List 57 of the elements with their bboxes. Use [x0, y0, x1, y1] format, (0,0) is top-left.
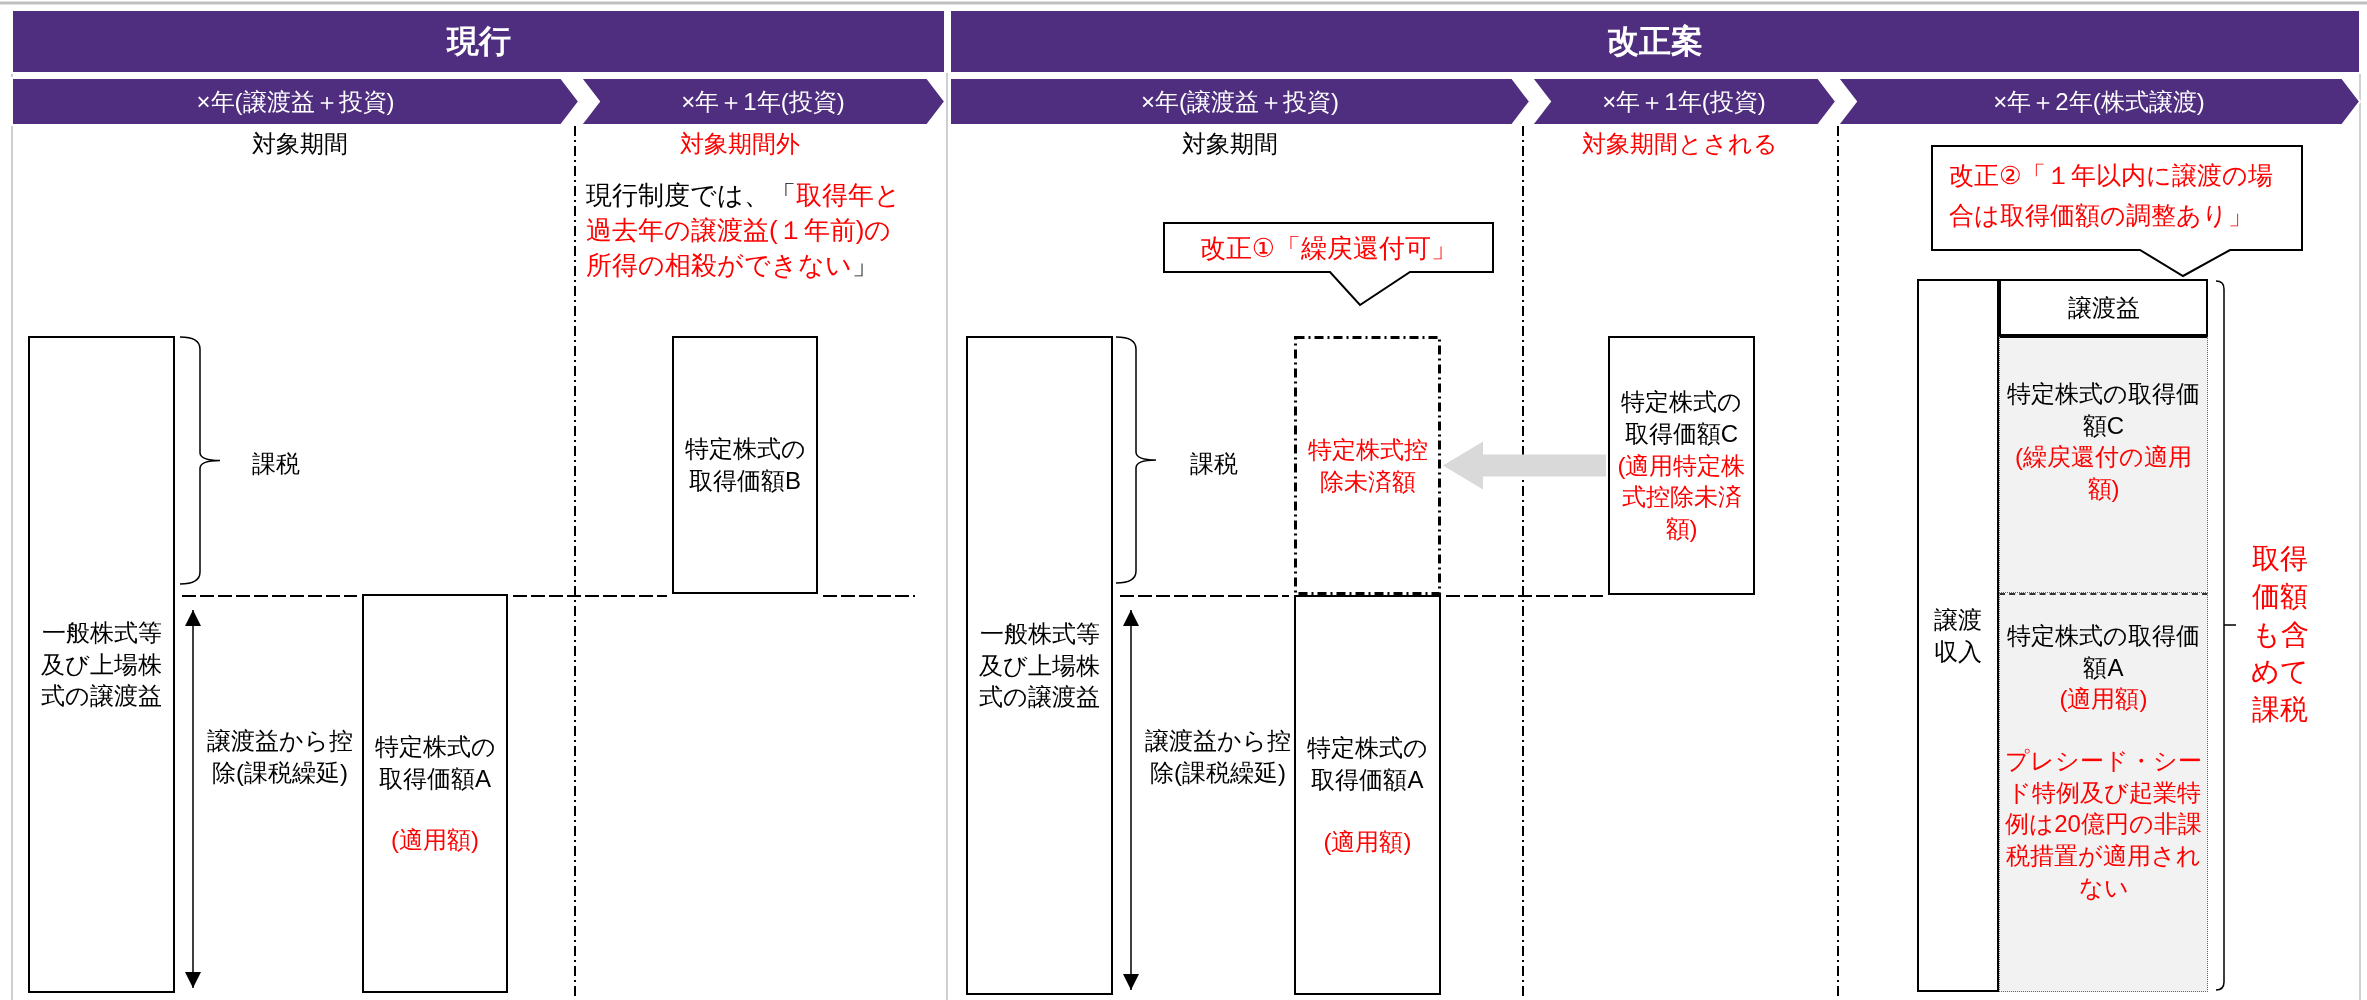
amount-text: 特定株式の取得価額C [2006, 379, 2201, 441]
note-text: 現行制度では、「取得年と過去年の譲渡益(１年前)の所得の相殺ができない」 [586, 179, 902, 283]
amount-box [1917, 279, 1999, 992]
dashed-box [1294, 336, 1441, 595]
deduction-label: 譲渡益から控除(課税繰延) [206, 726, 354, 789]
timeline-band [1532, 78, 1836, 125]
period-title: ×年＋2年(株式譲渡) [1993, 86, 2205, 117]
period-title: ×年(譲渡益＋投資) [1141, 86, 1339, 117]
period-label: 対象期間とされる [1581, 129, 1779, 159]
period-label: 対象期間外 [679, 129, 801, 159]
section-header [12, 10, 945, 73]
amount-box [1999, 279, 2208, 336]
shaded-box [1999, 593, 2208, 992]
callout-text: 改正①「繰戻還付可」 [1199, 232, 1458, 265]
timeline-band [581, 78, 945, 125]
amount-text: (適用特定株式控除未済額) [1616, 450, 1747, 544]
period-title: ×年(譲渡益＋投資) [196, 86, 395, 117]
section-title: 現行 [446, 22, 511, 62]
timeline-band [1838, 78, 2360, 125]
period-label: 対象期間 [1181, 129, 1279, 159]
section-title: 改正案 [1607, 22, 1703, 62]
amount-text: (繰戻還付の適用額) [2014, 442, 2193, 504]
amount-box [1294, 595, 1441, 995]
block-arrow [1443, 441, 1606, 490]
period-title: ×年＋1年(投資) [681, 86, 845, 117]
amount-box [966, 336, 1113, 995]
callout-text: 改正②「１年以内に譲渡の場合は取得価額の調整あり」 [1949, 160, 2275, 231]
amount-text: 特定株式控除未済額 [1306, 434, 1429, 497]
amount-box [362, 594, 508, 993]
amount-text: 譲渡収入 [1933, 604, 1983, 667]
amount-text: 特定株式の取得価額C [1620, 387, 1743, 449]
callout-bubble [1163, 222, 1494, 306]
amount-text: 一般株式等及び上場株式の譲渡益 [978, 619, 1101, 713]
amount-text: 一般株式等及び上場株式の譲渡益 [40, 618, 163, 712]
amount-box [1608, 336, 1755, 595]
period-label: 対象期間 [251, 129, 349, 159]
timeline-band [950, 78, 1530, 125]
tax-note: 取得価額も含めて課税 [2250, 542, 2310, 728]
shaded-box [1999, 336, 2208, 593]
tax-label: 課税 [1190, 449, 1239, 479]
callout-bubble [1931, 145, 2303, 277]
amount-box [28, 336, 175, 993]
amount-text: 譲渡益 [2066, 292, 2141, 323]
amount-text: (適用額) [1322, 826, 1413, 857]
period-title: ×年＋1年(投資) [1602, 86, 1766, 117]
amount-text: 特定株式の取得価額B [683, 434, 807, 496]
timeline-band [12, 78, 579, 125]
amount-text: (適用額) [390, 825, 480, 856]
amount-text: 特定株式の取得価額A [1306, 733, 1429, 796]
amount-text: プレシード・シード特例及び起業特例は20億円の非課税措置が適用されない [2004, 746, 2203, 903]
deduction-label: 譲渡益から控除(課税繰延) [1144, 726, 1292, 789]
tax-label: 課税 [252, 449, 301, 479]
amount-text: 特定株式の取得価額A [2006, 621, 2201, 683]
amount-text: 特定株式の取得価額A [373, 732, 497, 794]
section-header [950, 10, 2360, 73]
amount-text: (適用額) [2058, 684, 2149, 715]
amount-box [672, 336, 818, 594]
